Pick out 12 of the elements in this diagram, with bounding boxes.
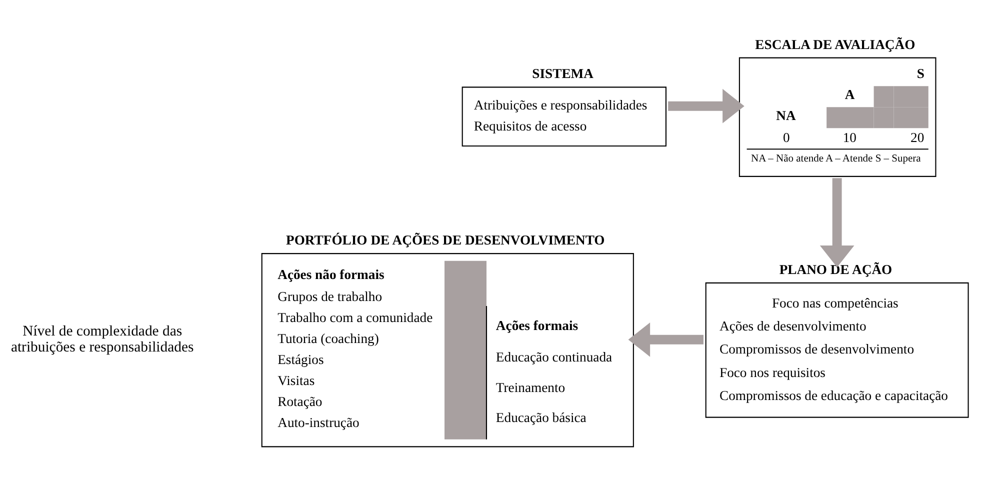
- node-box: Ações não formais Grupos de trabalho Trabalho com a comunidade Tutoria (coaching) Estágios Visitas Rotação Auto-instrução Ações formais Educação continuada Treinamento Educação básica: [260, 252, 634, 447]
- node-box: Atribuições e responsabilidades Requisitos de acesso: [461, 86, 666, 146]
- node-label: PLANO DE AÇÃO: [778, 261, 892, 276]
- label: Nível de complexidade das atribuições e responsabilidades: [10, 323, 194, 355]
- arrow: [628, 322, 703, 356]
- node-box: Foco nas competências Ações de desenvolvimento Compromissos de desenvolvimento Foco nos requisitos Compromissos de educação e capacitação: [704, 282, 968, 418]
- node-label: SISTEMA: [532, 66, 593, 81]
- arrow: [819, 178, 854, 267]
- arrow: [668, 88, 744, 123]
- node-label: PORTFÓLIO DE AÇÕES DE DESENVOLVIMENTO: [286, 232, 604, 248]
- node-box: S A NA 0 10 20 NA – Não atende A – Atende S – Supera: [738, 56, 936, 176]
- node-label: ESCALA DE AVALIAÇÃO: [754, 36, 915, 52]
